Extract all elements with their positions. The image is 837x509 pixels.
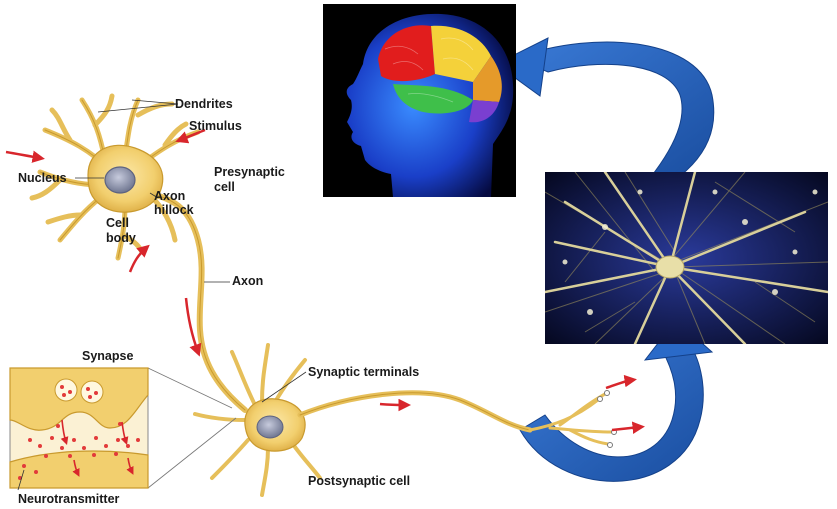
label-presynaptic: Presynaptic [214, 165, 285, 179]
label-synapse: Synapse [82, 349, 134, 363]
cycle-arrow-upper [495, 37, 715, 179]
label-neurotransmitter: Neurotransmitter [18, 492, 120, 506]
label-axon-hillock-2: hillock [154, 203, 194, 217]
label-presynaptic-cell: cell [214, 180, 235, 194]
neuron-network-image [545, 172, 828, 344]
label-nucleus: Nucleus [18, 171, 67, 185]
brain-parietal [431, 25, 491, 82]
brain-occipital [473, 56, 502, 102]
leader-lines [75, 99, 307, 403]
brain-frontal [378, 25, 435, 82]
signal-arrows [5, 128, 645, 434]
label-postsynaptic-cell: Postsynaptic cell [308, 474, 411, 488]
label-axon: Axon [232, 274, 264, 288]
cycle-arrow-lower [519, 319, 714, 482]
brain-image [323, 4, 516, 197]
brain-temporal [393, 84, 473, 114]
postsynaptic-neuron [193, 343, 617, 497]
presynaptic-neuron [29, 93, 248, 413]
synapse-inset [9, 367, 237, 491]
label-dendrites: Dendrites [175, 97, 233, 111]
label-axon-hillock: Axon [154, 189, 186, 203]
label-cell-body-2: body [106, 231, 136, 245]
label-synaptic-terminals: Synaptic terminals [308, 365, 420, 379]
brain-cerebellum [469, 100, 499, 123]
label-cell-body: Cell [106, 216, 129, 230]
label-stimulus: Stimulus [189, 119, 242, 133]
nucleus [104, 166, 136, 194]
